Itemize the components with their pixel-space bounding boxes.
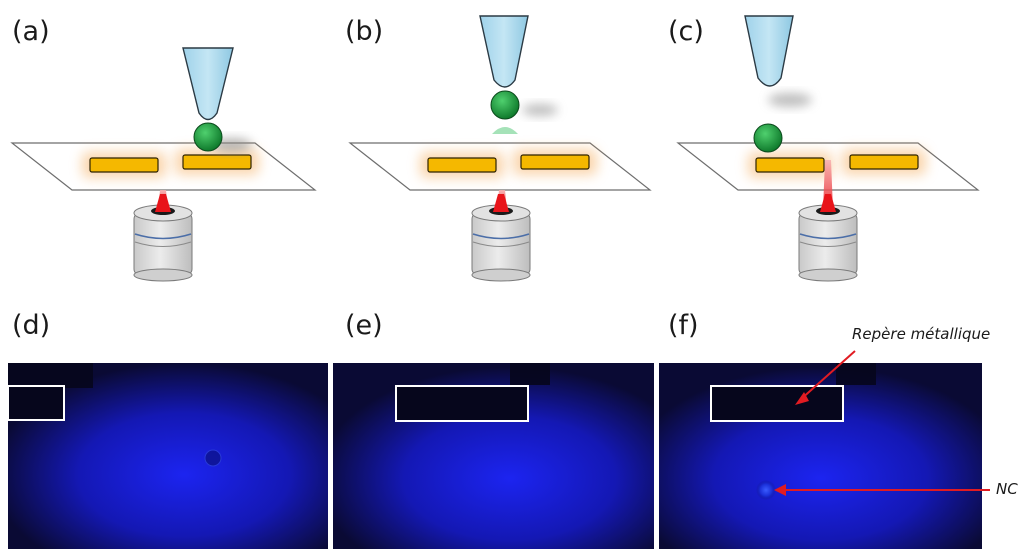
panel-label-b: (b) <box>345 16 384 47</box>
nanocrystal-icon <box>490 90 520 120</box>
microscope-objective-icon <box>133 194 193 282</box>
panel-label-a: (a) <box>12 16 50 47</box>
panel-c-schematic <box>676 15 980 282</box>
nc-label: NC <box>996 480 1018 498</box>
nanocrystal-icon <box>753 123 783 153</box>
metal-marker-box <box>710 385 844 422</box>
afm-tip-icon <box>182 47 234 121</box>
nanocrystal-spot <box>756 480 776 500</box>
panel-a-schematic <box>10 47 317 282</box>
electrode-right <box>520 154 590 170</box>
panel-label-c: (c) <box>668 16 704 47</box>
micrograph-d <box>7 363 328 549</box>
annotation-arrows <box>774 350 990 496</box>
panel-label-e: (e) <box>345 310 383 341</box>
marker-arrow <box>799 350 856 401</box>
micrograph-f <box>659 363 982 549</box>
panel-label-d: (d) <box>12 310 51 341</box>
microscope-objective-icon <box>471 194 531 282</box>
electrode-right <box>182 154 252 170</box>
electrode-right <box>849 154 919 170</box>
panel-b-schematic <box>348 15 652 282</box>
afm-tip-icon <box>744 15 794 87</box>
electrode-left <box>755 157 825 173</box>
electrode-left <box>427 157 497 173</box>
metal-marker-box <box>7 385 65 421</box>
afm-tip-icon <box>479 15 529 88</box>
electrode-left <box>89 157 159 173</box>
microscope-objective-icon <box>798 194 858 282</box>
panel-label-f: (f) <box>668 310 699 341</box>
metal-marker-label: Repère métallique <box>852 325 991 343</box>
metal-marker-box <box>395 385 529 422</box>
nanocrystal-icon <box>193 122 223 152</box>
micrograph-e <box>333 363 654 549</box>
